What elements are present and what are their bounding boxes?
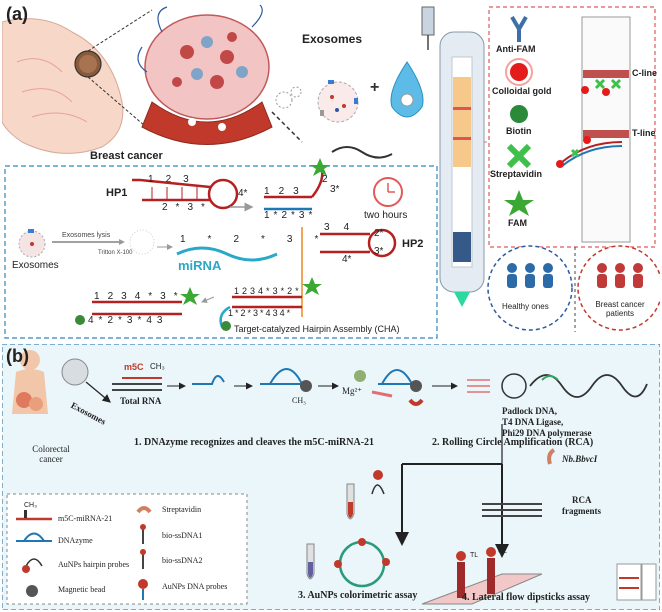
exosomes-title: Exosomes xyxy=(302,32,363,46)
panel-b-graphics xyxy=(2,344,660,610)
cl-label: CL xyxy=(498,548,507,555)
breast-cancer-label: Breast cancer xyxy=(90,150,163,162)
colorectal-label: Colorectal cancer xyxy=(32,444,70,464)
panel-b-letter: (b) xyxy=(6,346,29,366)
svg-text:+: + xyxy=(370,79,379,96)
exosome-lysis xyxy=(18,229,173,258)
padlock-label: Padlock DNA, xyxy=(502,406,558,416)
rca-process xyxy=(395,373,648,558)
ligase-label: T4 DNA Ligase, xyxy=(502,417,564,427)
legend-streptavidin: Streptavidin xyxy=(162,505,202,514)
clock-icon xyxy=(373,177,403,207)
total-rna-label: Total RNA xyxy=(120,396,162,406)
sample-drop: + xyxy=(370,6,435,118)
duplex-top-marks: 123 xyxy=(264,186,308,197)
tumor-tissue xyxy=(137,4,273,145)
mirna-label: miRNA xyxy=(178,258,222,273)
cha-recycle xyxy=(201,277,322,331)
hp1-hairpin xyxy=(132,178,239,210)
legend-label-anti-fam: Anti-FAM xyxy=(496,44,536,54)
product-bottom-marks: 4*2*3*43 xyxy=(88,315,168,326)
hp2-hairpin xyxy=(301,227,397,317)
legend-label-streptavidin: Streptavidin xyxy=(490,169,543,179)
panel-b: (b) m5C CH₃ Exosomes Total RNA Colorecta… xyxy=(2,344,660,610)
duplex-bottom-marks: 1*2*3* xyxy=(264,210,317,221)
hp2-bottom-mark-1: 4* xyxy=(342,254,352,265)
mirna-marks: 1*2*3* xyxy=(180,234,341,245)
patient-figure xyxy=(12,350,48,414)
hp2-top-marks: 34 xyxy=(324,222,364,233)
c-line-label: C-line xyxy=(632,68,658,78)
hp1-bottom-marks: 2*3* xyxy=(162,202,213,213)
panel-a: + xyxy=(2,2,660,342)
colorimetric-assay xyxy=(306,470,390,588)
hp2-label: HP2 xyxy=(402,238,424,250)
step1-label: 1. DNAzyme recognizes and cleaves the m5… xyxy=(134,437,375,448)
cha-product xyxy=(75,287,200,325)
t-line-label: T-line xyxy=(632,128,656,138)
healthy-label: Healthy ones xyxy=(502,302,549,311)
legend-magnetic-bead: Magnetic bead xyxy=(58,585,106,594)
step2-label: 2. Rolling Circle Amplification (RCA) xyxy=(432,437,594,448)
recycle-bottom-marks: 1*2*3*434* xyxy=(228,308,293,318)
mg-label: Mg²⁺ xyxy=(342,386,362,396)
legend-label-fam: FAM xyxy=(508,218,527,228)
legend-dnazyme: DNAzyme xyxy=(58,536,93,545)
nb-label: Nb.BbvcI xyxy=(562,454,598,464)
legend-label-biotin: Biotin xyxy=(506,126,532,136)
panel-a-graphics: + xyxy=(2,4,660,339)
legend-bio-ssdna1: bio-ssDNA1 xyxy=(162,531,203,540)
cha-title: Target-catalyzed Hairpin Assembly (CHA) xyxy=(234,324,400,334)
hp2-loop-mark-2: 3* xyxy=(374,246,384,257)
rca-label: RCA xyxy=(572,495,592,505)
legend-icons xyxy=(504,15,534,216)
breast-illustration xyxy=(2,9,153,154)
strip-detail xyxy=(556,16,631,243)
hp2-loop-mark-1: 2* xyxy=(374,228,384,239)
duplex-loop-mark-1: 2 xyxy=(322,174,328,185)
legend-aunp-dna-probes: AuNPs DNA probes xyxy=(162,582,228,591)
exosome-particle xyxy=(61,358,89,386)
product-top-marks: 1234*3* xyxy=(94,291,186,302)
triton-label: Tritton X-100 xyxy=(98,250,133,256)
lateral-flow-b xyxy=(421,547,657,605)
ch3-b-label: CH₃ xyxy=(292,396,306,405)
hp1-top-marks: 123 xyxy=(148,174,201,185)
legend-hairpin-probes: AuNPs hairpin probes xyxy=(58,560,130,569)
mirna-strand xyxy=(176,246,278,262)
exosome-particles xyxy=(271,80,393,159)
legend-m5c-mirna: m5C-miRNA-21 xyxy=(58,514,113,523)
panel-b-legend-box xyxy=(6,493,248,605)
legend-bio-ssdna2: bio-ssDNA2 xyxy=(162,556,203,565)
step4-label: 4. Lateral flow dipsticks assay xyxy=(462,592,591,603)
m5c-label: m5C xyxy=(124,362,144,372)
patients-label: Breast cancer patients xyxy=(595,300,645,318)
tl-label: TL xyxy=(470,552,479,559)
population-groups xyxy=(487,245,660,332)
exosomes-small-label: Exosomes xyxy=(12,260,59,271)
rca-fragments xyxy=(482,503,542,517)
hp1-loop-mark: 4* xyxy=(238,188,248,199)
lysis-label: Exosomes lysis xyxy=(62,232,111,239)
legend-ch3-label: CH₃ xyxy=(24,502,37,509)
lateral-flow-device xyxy=(439,31,502,307)
total-rna-strands xyxy=(112,377,186,391)
hp1-mirna-duplex xyxy=(230,158,330,212)
panel-b-legend-icons xyxy=(16,506,152,600)
dnazyme-binding xyxy=(192,368,458,406)
recycle-top-marks: 1234*3*2* xyxy=(234,286,302,296)
legend-label-colloidal-gold: Colloidal gold xyxy=(492,86,552,96)
step3-label: 3. AuNPs colorimetric assay xyxy=(298,590,418,601)
panel-a-letter: (a) xyxy=(6,4,28,24)
two-hours-label: two hours xyxy=(364,210,408,221)
duplex-loop-mark-2: 3* xyxy=(330,184,340,195)
hp1-label: HP1 xyxy=(106,187,128,199)
phi29-label: Phi29 DNA polymerase xyxy=(502,428,592,438)
fragments-label: fragments xyxy=(562,506,601,516)
ch3-label: CH₃ xyxy=(150,362,165,371)
